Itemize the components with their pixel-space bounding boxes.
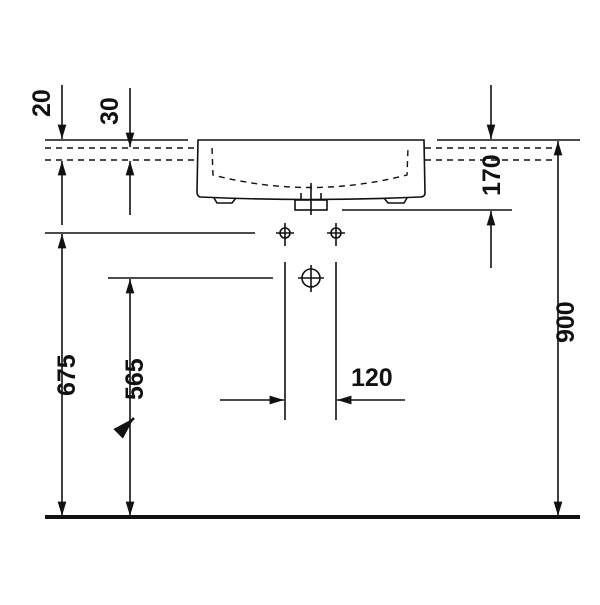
dim-label-565: 565: [121, 358, 149, 400]
dim-label-675: 675: [53, 354, 81, 396]
tap-hole-right: [327, 223, 345, 246]
dim-label-20: 20: [28, 89, 56, 117]
dim-label-120: 120: [351, 364, 393, 392]
tap-hole-left: [276, 223, 294, 246]
dim-label-170: 170: [478, 154, 506, 196]
basin-outline: [196, 139, 426, 215]
dimension-arrows: [57, 85, 563, 516]
reference-lines: [45, 139, 580, 279]
dim-label-30: 30: [96, 97, 124, 125]
dim-label-900: 900: [552, 301, 580, 343]
direction-arrow-icon: [113, 417, 135, 439]
waste-hole: [284, 262, 337, 420]
